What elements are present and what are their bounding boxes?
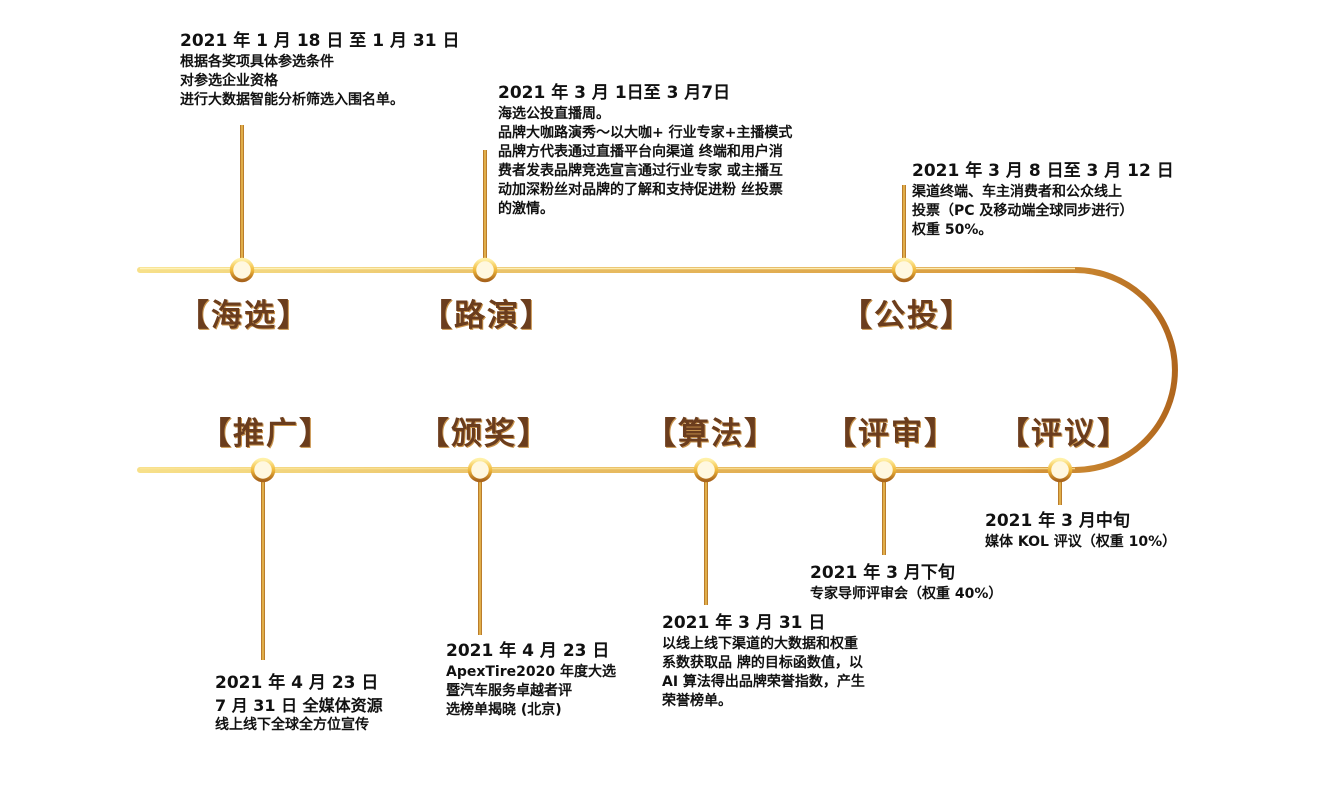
text-line: 海选公投直播周。 bbox=[498, 106, 610, 122]
date-banjiang: 2021 年 4 月 23 日 bbox=[446, 641, 610, 661]
text-line: 动加深粉丝对品牌的了解和支持促进粉 丝投票 bbox=[498, 182, 783, 198]
label-luyan: 【路演】 bbox=[421, 298, 553, 334]
text-line: 系数获取品 牌的目标函数值，以 bbox=[662, 655, 863, 671]
text-line: 专家导师评审会（权重 40%） bbox=[810, 586, 1003, 602]
stem-tuiguang bbox=[261, 480, 265, 660]
text-line: 权重 50%。 bbox=[912, 222, 993, 238]
desc-banjiang: 2021 年 4 月 23 日 ApexTire2020 年度大选 暨汽车服务卓… bbox=[446, 640, 616, 720]
date-pingyi: 2021 年 3 月中旬 bbox=[985, 511, 1130, 531]
desc-pingshen: 2021 年 3 月下旬 专家导师评审会（权重 40%） bbox=[810, 562, 1002, 604]
date-pingshen: 2021 年 3 月下旬 bbox=[810, 563, 955, 583]
node-haixuan bbox=[229, 257, 255, 283]
desc-suanfa: 2021 年 3 月 31 日 以线上线下渠道的大数据和权重 系数获取品 牌的目… bbox=[662, 612, 865, 711]
text-line: 媒体 KOL 评议（权重 10%） bbox=[985, 534, 1177, 550]
node-luyan bbox=[472, 257, 498, 283]
stem-pingshen bbox=[882, 480, 886, 555]
node-suanfa bbox=[693, 457, 719, 483]
text-line: 以线上线下渠道的大数据和权重 bbox=[662, 636, 858, 652]
stem-luyan bbox=[483, 150, 487, 260]
text-line: ApexTire2020 年度大选 bbox=[446, 664, 616, 680]
label-gongtou: 【公投】 bbox=[841, 298, 973, 334]
node-pingyi bbox=[1047, 457, 1073, 483]
text-line: 根据各奖项具体参选条件 bbox=[180, 54, 334, 70]
desc-gongtou: 2021 年 3 月 8 日至 3 月 12 日 渠道终端、车主消费者和公众线上… bbox=[912, 160, 1174, 240]
text-line: 对参选企业资格 bbox=[180, 73, 278, 89]
label-pingshen: 【评审】 bbox=[825, 416, 957, 452]
label-pingyi: 【评议】 bbox=[998, 416, 1130, 452]
text-line: 进行大数据智能分析筛选入围名单。 bbox=[180, 92, 404, 108]
text-line: 费者发表品牌竞选宣言通过行业专家 或主播互 bbox=[498, 163, 783, 179]
text-line: 选榜单揭晓 (北京) bbox=[446, 702, 562, 718]
stem-banjiang bbox=[478, 480, 482, 635]
text-line: 线上线下全球全方位宣传 bbox=[215, 717, 369, 733]
date-suanfa: 2021 年 3 月 31 日 bbox=[662, 613, 826, 633]
text-line: AI 算法得出品牌荣誉指数，产生 bbox=[662, 674, 865, 690]
label-tuiguang: 【推广】 bbox=[200, 416, 332, 452]
desc-pingyi: 2021 年 3 月中旬 媒体 KOL 评议（权重 10%） bbox=[985, 510, 1176, 552]
stem-pingyi bbox=[1058, 480, 1062, 505]
date-gongtou: 2021 年 3 月 8 日至 3 月 12 日 bbox=[912, 161, 1174, 181]
text-line: 品牌大咖路演秀～以大咖+ 行业专家+主播模式 bbox=[498, 125, 793, 141]
text-line: 荣誉榜单。 bbox=[662, 693, 732, 709]
date-luyan: 2021 年 3 月 1日至 3 月7日 bbox=[498, 83, 731, 103]
node-banjiang bbox=[467, 457, 493, 483]
node-pingshen bbox=[871, 457, 897, 483]
text-line: 品牌方代表通过直播平台向渠道 终端和用户消 bbox=[498, 144, 783, 160]
desc-luyan: 2021 年 3 月 1日至 3 月7日 海选公投直播周。 品牌大咖路演秀～以大… bbox=[498, 82, 792, 219]
timeline-rail bbox=[137, 267, 1178, 473]
text-line: 7 月 31 日 全媒体资源 bbox=[215, 696, 383, 715]
text-line: 暨汽车服务卓越者评 bbox=[446, 683, 572, 699]
stem-haixuan bbox=[240, 125, 244, 260]
text-line: 渠道终端、车主消费者和公众线上 bbox=[912, 184, 1122, 200]
node-gongtou bbox=[891, 257, 917, 283]
stem-gongtou bbox=[902, 185, 906, 260]
label-banjiang: 【颁奖】 bbox=[418, 416, 550, 452]
desc-tuiguang: 2021 年 4 月 23 日 7 月 31 日 全媒体资源 线上线下全球全方位… bbox=[215, 672, 383, 735]
text-line: 投票（PC 及移动端全球同步进行） bbox=[912, 203, 1134, 219]
node-tuiguang bbox=[250, 457, 276, 483]
desc-haixuan: 2021 年 1 月 18 日 至 1 月 31 日 根据各奖项具体参选条件 对… bbox=[180, 30, 459, 110]
date-haixuan: 2021 年 1 月 18 日 至 1 月 31 日 bbox=[180, 31, 460, 51]
date-tuiguang: 2021 年 4 月 23 日 bbox=[215, 673, 379, 693]
label-suanfa: 【算法】 bbox=[645, 416, 777, 452]
label-haixuan: 【海选】 bbox=[178, 298, 310, 334]
stem-suanfa bbox=[704, 480, 708, 605]
text-line: 的激情。 bbox=[498, 201, 554, 217]
